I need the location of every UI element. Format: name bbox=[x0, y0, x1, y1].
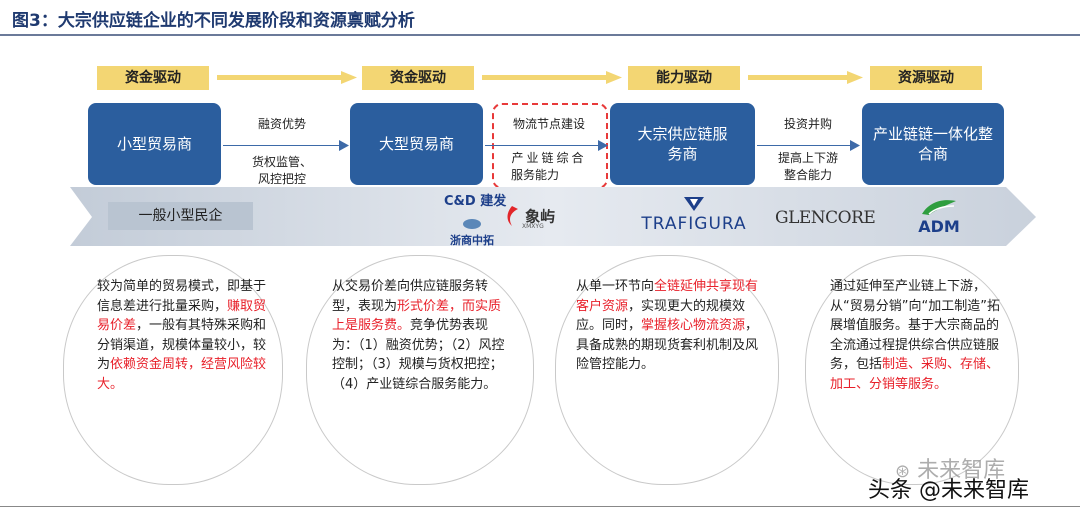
connector-line-1 bbox=[223, 145, 343, 146]
xiamen-logo: 象屿 XMXYG bbox=[504, 205, 555, 230]
stage-label-1: 资金驱动 bbox=[97, 66, 209, 90]
connector-line-2 bbox=[485, 145, 602, 146]
adm-leaf-icon bbox=[922, 200, 956, 215]
xiamen-logo-text: 象屿 bbox=[525, 207, 556, 226]
box-integrator: 产业链链一体化整合商 bbox=[862, 103, 1004, 185]
desc-text-run: ，一般有其特殊采购和分销渠道，规模体量较小，较为 bbox=[97, 318, 267, 372]
zheshang-logo: 浙商中拓 bbox=[445, 215, 499, 248]
desc-highlight-text: 形式价差，而实质上是服务费。 bbox=[332, 298, 502, 334]
box-large-trader: 大型贸易商 bbox=[350, 103, 483, 185]
company-band-arrow bbox=[70, 187, 1036, 246]
desc-text-4: 通过延伸至产业链上下游，从“贸易分销”向“加工制造”拓展增值服务。基于大宗商品的… bbox=[830, 277, 1002, 394]
stage-label-2: 资金驱动 bbox=[362, 66, 474, 90]
desc-oval-3 bbox=[555, 255, 779, 485]
band-label: 一般小型民企 bbox=[108, 202, 253, 230]
stage-arrow-1 bbox=[217, 71, 357, 84]
stage-label-3: 能力驱动 bbox=[628, 66, 740, 90]
desc-oval-4 bbox=[805, 255, 1019, 485]
desc-text-run: 竞争优势表现为：（1）融资优势；（2）风控控制；（3）规模与货权把控；（4）产业… bbox=[332, 318, 505, 392]
trafigura-logo: TRAFIGURA bbox=[636, 196, 752, 234]
adm-logo: ADM bbox=[913, 197, 965, 236]
bottom-divider bbox=[0, 506, 1080, 507]
connector-1-bottom-2: 风控把控 bbox=[257, 172, 306, 186]
desc-text-run: 较为简单的贸易模式，即基于信息差进行批量采购， bbox=[97, 279, 267, 314]
desc-text-run: 通过延伸至产业链上下游，从“贸易分销”向“加工制造”拓展增值服务。基于大宗商品的… bbox=[830, 279, 1000, 372]
connector-2-top: 物流节点建设 bbox=[512, 117, 585, 131]
box-supply-chain-provider: 大宗供应链服务商 bbox=[610, 103, 755, 185]
watermark-logo-icon: ⊛ bbox=[895, 461, 911, 482]
zheshang-logo-text: 浙商中拓 bbox=[450, 234, 494, 247]
desc-text-run: 从交易价差向供应链服务转型，表现为 bbox=[332, 279, 489, 314]
xiamen-mark-icon bbox=[507, 206, 518, 226]
connector-3-bottom-1: 提高上下游 bbox=[777, 151, 838, 165]
trafigura-logo-text: TRAFIGURA bbox=[641, 214, 747, 234]
desc-highlight-text: 掌握核心物流资源 bbox=[641, 318, 746, 333]
connector-line-3 bbox=[757, 145, 854, 146]
stage-arrow-2 bbox=[482, 71, 622, 84]
trafigura-mark-icon bbox=[684, 197, 704, 211]
figure-title: 图3：大宗供应链企业的不同发展阶段和资源禀赋分析 bbox=[12, 11, 415, 31]
stage-arrow-3 bbox=[748, 71, 863, 84]
box-large-trader-label: 大型贸易商 bbox=[378, 134, 454, 153]
cnd-logo: C&D 建发 bbox=[444, 190, 506, 209]
connector-3-bottom-2: 整合能力 bbox=[783, 168, 832, 182]
desc-highlight-text: 全链延伸共享现有客户资源 bbox=[576, 279, 759, 314]
desc-highlight-text: 依赖资金周转，经营风险较大。 bbox=[97, 357, 267, 392]
glencore-logo-text: GLENCORE bbox=[775, 208, 876, 228]
desc-text-run: ，具备成熟的期现货套利机制及风险管控能力。 bbox=[576, 318, 759, 372]
adm-logo-text: ADM bbox=[918, 217, 960, 236]
connector-arrowhead-3 bbox=[850, 140, 860, 151]
glencore-logo: GLENCORE bbox=[775, 208, 876, 228]
desc-highlight-text: 制造、采购、存储、加工、分销等服务。 bbox=[830, 357, 1000, 392]
connector-arrowhead-1 bbox=[339, 140, 349, 151]
desc-text-run: 从单一环节向 bbox=[576, 279, 655, 294]
connector-2-bottom-1: 产业链综合 bbox=[511, 151, 587, 165]
connector-1-top: 融资优势 bbox=[257, 117, 306, 131]
desc-text-2: 从交易价差向供应链服务转型，表现为形式价差，而实质上是服务费。竞争优势表现为：（… bbox=[332, 277, 512, 394]
box-supply-chain-provider-label: 大宗供应链服务商 bbox=[637, 124, 728, 163]
connector-1-bottom-1: 货权监管、 bbox=[251, 155, 312, 169]
connector-2-bottom-2: 服务能力 bbox=[511, 168, 560, 182]
box-small-trader-label: 小型贸易商 bbox=[116, 134, 192, 153]
desc-oval-2 bbox=[306, 255, 534, 485]
watermark-top: ⊛ 未来智库 bbox=[895, 452, 1005, 484]
title-divider bbox=[0, 34, 1080, 36]
xiamen-logo-sub: XMXYG bbox=[522, 223, 544, 230]
stage-label-4: 资源驱动 bbox=[870, 66, 982, 90]
cnd-logo-text: C&D 建发 bbox=[444, 194, 507, 209]
box-integrator-label: 产业链链一体化整合商 bbox=[873, 124, 994, 163]
desc-text-1: 较为简单的贸易模式，即基于信息差进行批量采购，赚取贸易价差，一般有其特殊采购和分… bbox=[97, 277, 273, 394]
desc-oval-1 bbox=[63, 255, 283, 485]
connector-3-top: 投资并购 bbox=[783, 117, 832, 131]
desc-highlight-text: 赚取贸易价差 bbox=[97, 298, 267, 334]
desc-text-3: 从单一环节向全链延伸共享现有客户资源，实现更大的规模效应。同时，掌握核心物流资源… bbox=[576, 277, 762, 375]
box-small-trader: 小型贸易商 bbox=[88, 103, 221, 185]
connector-arrowhead-2 bbox=[598, 140, 608, 151]
watermark-top-text: 未来智库 bbox=[917, 458, 1006, 483]
watermark-bottom: 头条 @未来智库 bbox=[868, 478, 1029, 503]
zheshang-mark-icon bbox=[463, 219, 481, 229]
desc-text-run: ，实现更大的规模效应。同时， bbox=[576, 298, 746, 334]
